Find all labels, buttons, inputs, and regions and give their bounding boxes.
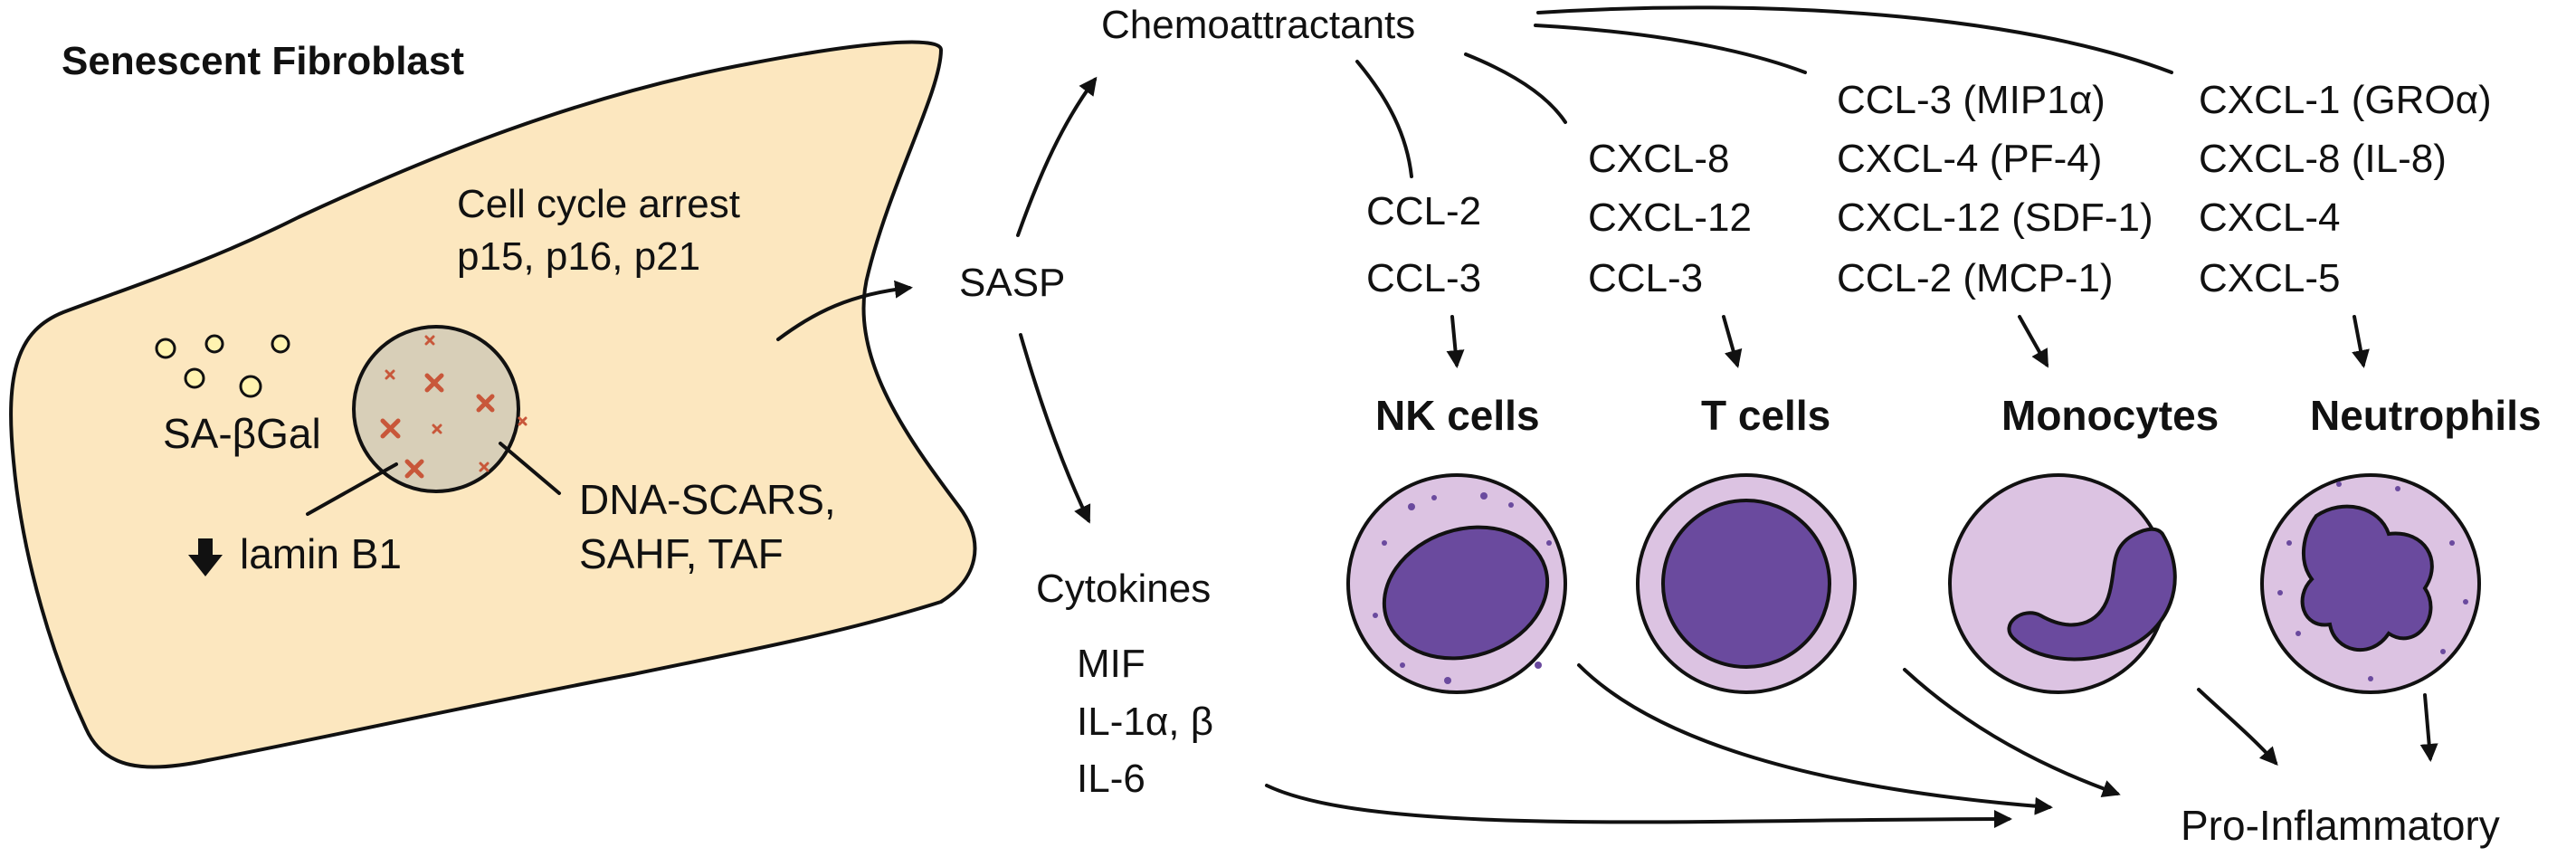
nk-cell-illustration [1346, 473, 1567, 694]
t-chemokine-2: CXCL-12 [1588, 195, 1752, 240]
sasp-label: SASP [959, 261, 1065, 305]
nk-chemokine-2: CCL-3 [1366, 256, 1481, 300]
sasp-to-cytokines-arrow [1019, 333, 1091, 524]
monocytes-label: Monocytes [2001, 392, 2219, 439]
chemo-to-monocyte-line [1534, 24, 1807, 74]
nucleus-to-lamin-line [306, 462, 398, 516]
sa-bgal-label: SA-βGal [163, 410, 321, 457]
cell-cycle-markers-label: p15, p16, p21 [457, 234, 700, 279]
nk-cells-label: NK cells [1375, 392, 1540, 439]
sa-bgal-granules [155, 334, 290, 398]
neutrophil-illustration [2260, 473, 2481, 694]
mono-chemokine-2: CXCL-4 (PF-4) [1837, 137, 2102, 181]
neut-chemokine-3: CXCL-4 [2199, 195, 2341, 240]
cytokine-2: IL-1α, β [1077, 700, 1213, 744]
cytokine-1: MIF [1077, 642, 1145, 686]
monocyte-to-proinflammatory-arrow [2197, 688, 2278, 766]
cytokines-to-proinflammatory-arrow [1265, 784, 2012, 829]
mono-chemokine-4: CCL-2 (MCP-1) [1837, 256, 2114, 300]
fibroblast-to-sasp-arrow [776, 280, 913, 341]
dna-scars-label: DNA-SCARS, [579, 476, 836, 523]
chemo-to-nk-line [1355, 60, 1413, 178]
t-chemokine-3: CCL-3 [1588, 256, 1703, 300]
nk-chemokine-1: CCL-2 [1366, 189, 1481, 233]
t-arrow [1722, 315, 1743, 368]
down-arrow-icon [188, 538, 223, 576]
mono-chemokine-3: CXCL-12 (SDF-1) [1837, 195, 2153, 240]
monocyte-arrow [2018, 315, 2048, 368]
neut-chemokine-2: CXCL-8 (IL-8) [2199, 137, 2447, 181]
fibroblast-nucleus [352, 325, 520, 493]
nk-to-proinflammatory-arrow [1577, 663, 2053, 815]
nucleus-to-dna-line [499, 442, 561, 495]
dna-damage-marks [380, 335, 528, 479]
t-cells-label: T cells [1701, 392, 1830, 439]
cytokine-3: IL-6 [1077, 757, 1145, 801]
fibroblast-title: Senescent Fibroblast [62, 39, 464, 83]
chemoattractants-title: Chemoattractants [1101, 3, 1415, 47]
neutrophil-arrow [2352, 315, 2370, 368]
neut-chemokine-4: CXCL-5 [2199, 256, 2341, 300]
neutrophil-to-proinflammatory-arrow [2419, 693, 2438, 762]
mono-chemokine-1: CCL-3 (MIP1α) [1837, 78, 2105, 122]
t-to-proinflammatory-arrow [1903, 668, 2121, 798]
sasp-to-chemo-arrow [1016, 76, 1098, 237]
sahf-taf-label: SAHF, TAF [579, 530, 784, 577]
chemo-to-t-line [1464, 52, 1567, 124]
chemo-to-neutrophil-line [1536, 5, 2173, 74]
lamin-b1-label: lamin B1 [240, 530, 402, 577]
neut-chemokine-1: CXCL-1 (GROα) [2199, 78, 2492, 122]
cytokines-title: Cytokines [1036, 567, 1211, 611]
nk-arrow [1446, 315, 1465, 368]
neutrophils-label: Neutrophils [2310, 392, 2542, 439]
pro-inflammatory-label: Pro-Inflammatory [2181, 802, 2500, 849]
cell-cycle-arrest-label: Cell cycle arrest [457, 182, 740, 226]
t-chemokine-1: CXCL-8 [1588, 137, 1730, 181]
t-cell-illustration [1636, 473, 1857, 694]
monocyte-illustration [1948, 473, 2177, 694]
